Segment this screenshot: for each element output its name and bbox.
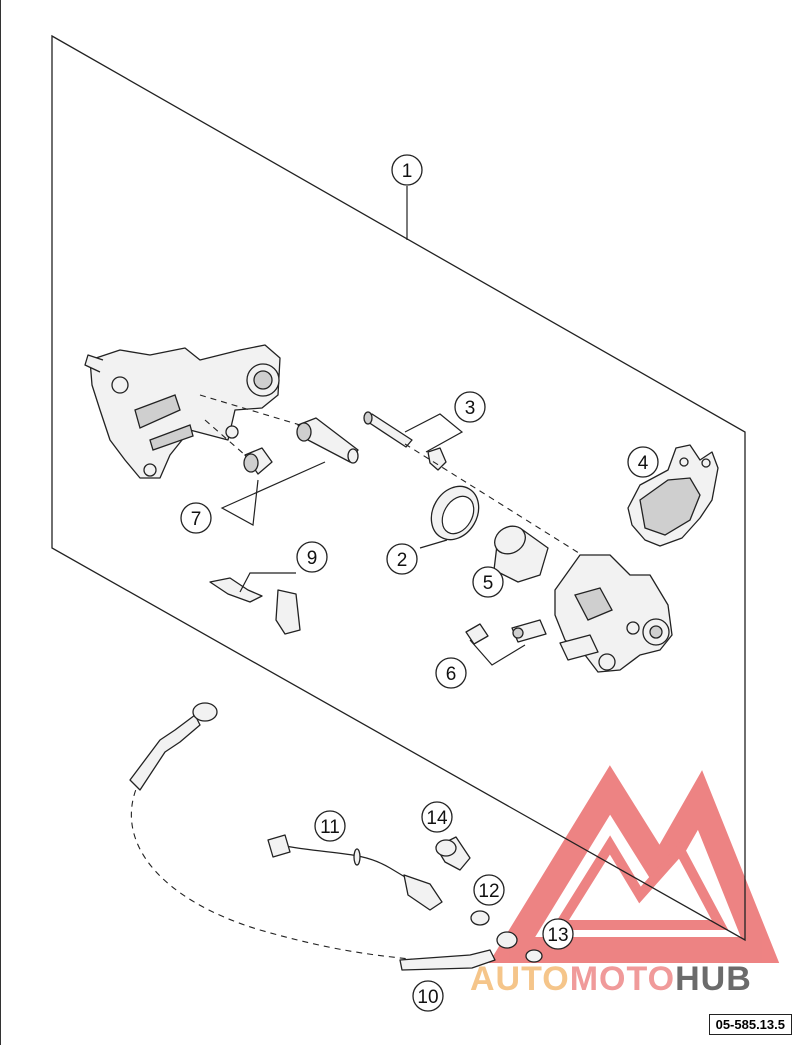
- guide-pin-short: [243, 447, 273, 475]
- banjo-bolt: [435, 836, 471, 871]
- svg-text:6: 6: [446, 664, 457, 685]
- callout-4: 4: [627, 446, 659, 478]
- leader-7: [220, 461, 326, 526]
- callout-2: 2: [386, 543, 418, 575]
- bleeder-cap: [465, 623, 489, 645]
- callout-14: 14: [421, 801, 453, 833]
- watermark-moto: MOTO: [569, 960, 676, 998]
- watermark-hub: HUB: [675, 960, 752, 998]
- callout-3: 3: [454, 391, 486, 423]
- callout-7: 7: [180, 502, 212, 534]
- svg-text:7: 7: [191, 509, 202, 530]
- piston-seal: [430, 485, 480, 541]
- guide-pin-long: [296, 417, 359, 464]
- brake-light-switch: [267, 834, 443, 911]
- svg-text:12: 12: [478, 881, 499, 902]
- svg-text:11: 11: [320, 817, 340, 838]
- callout-1: 1: [391, 154, 423, 186]
- callout-10: 10: [412, 980, 444, 1012]
- callout-11: 11: [314, 810, 346, 842]
- svg-text:10: 10: [417, 987, 438, 1008]
- callout-6: 6: [435, 657, 467, 689]
- left-border: [0, 0, 1, 1045]
- leader-6: [469, 639, 526, 666]
- callout-13: 13: [542, 918, 574, 950]
- svg-text:1: 1: [402, 161, 413, 182]
- anti-rattle-spring: [209, 577, 301, 635]
- pad-pin: [363, 411, 413, 448]
- svg-text:9: 9: [307, 548, 318, 569]
- leader-2: [419, 539, 448, 549]
- svg-text:13: 13: [547, 925, 568, 946]
- copper-washer-13: [525, 949, 543, 963]
- callout-12: 12: [473, 874, 505, 906]
- leader-9: [239, 572, 296, 593]
- svg-text:3: 3: [465, 398, 476, 419]
- brake-pad: [627, 444, 719, 547]
- caliper-body: [554, 554, 673, 673]
- axis-dashed-2: [204, 419, 246, 456]
- bleeder-valve: [511, 619, 547, 643]
- callout-5: 5: [472, 566, 504, 598]
- svg-text:5: 5: [483, 573, 494, 594]
- leader-3: [404, 413, 464, 453]
- svg-text:14: 14: [426, 808, 448, 829]
- copper-washer-12: [470, 910, 490, 926]
- watermark-triangle-logo: [488, 765, 780, 963]
- svg-text:4: 4: [638, 453, 649, 474]
- svg-text:2: 2: [397, 550, 408, 571]
- caliper-bracket: [84, 344, 281, 479]
- brake-hose: [129, 702, 518, 971]
- assembly-frame: [51, 34, 746, 942]
- watermark-text: AUTOMOTOHUB: [470, 960, 752, 999]
- diagram-code: 05-585.13.5: [708, 1014, 792, 1035]
- piston: [493, 525, 549, 583]
- watermark-auto: AUTO: [470, 960, 570, 998]
- callout-9: 9: [296, 541, 328, 573]
- axis-dashed-3: [404, 443, 591, 561]
- pad-spring-clip: [427, 447, 447, 471]
